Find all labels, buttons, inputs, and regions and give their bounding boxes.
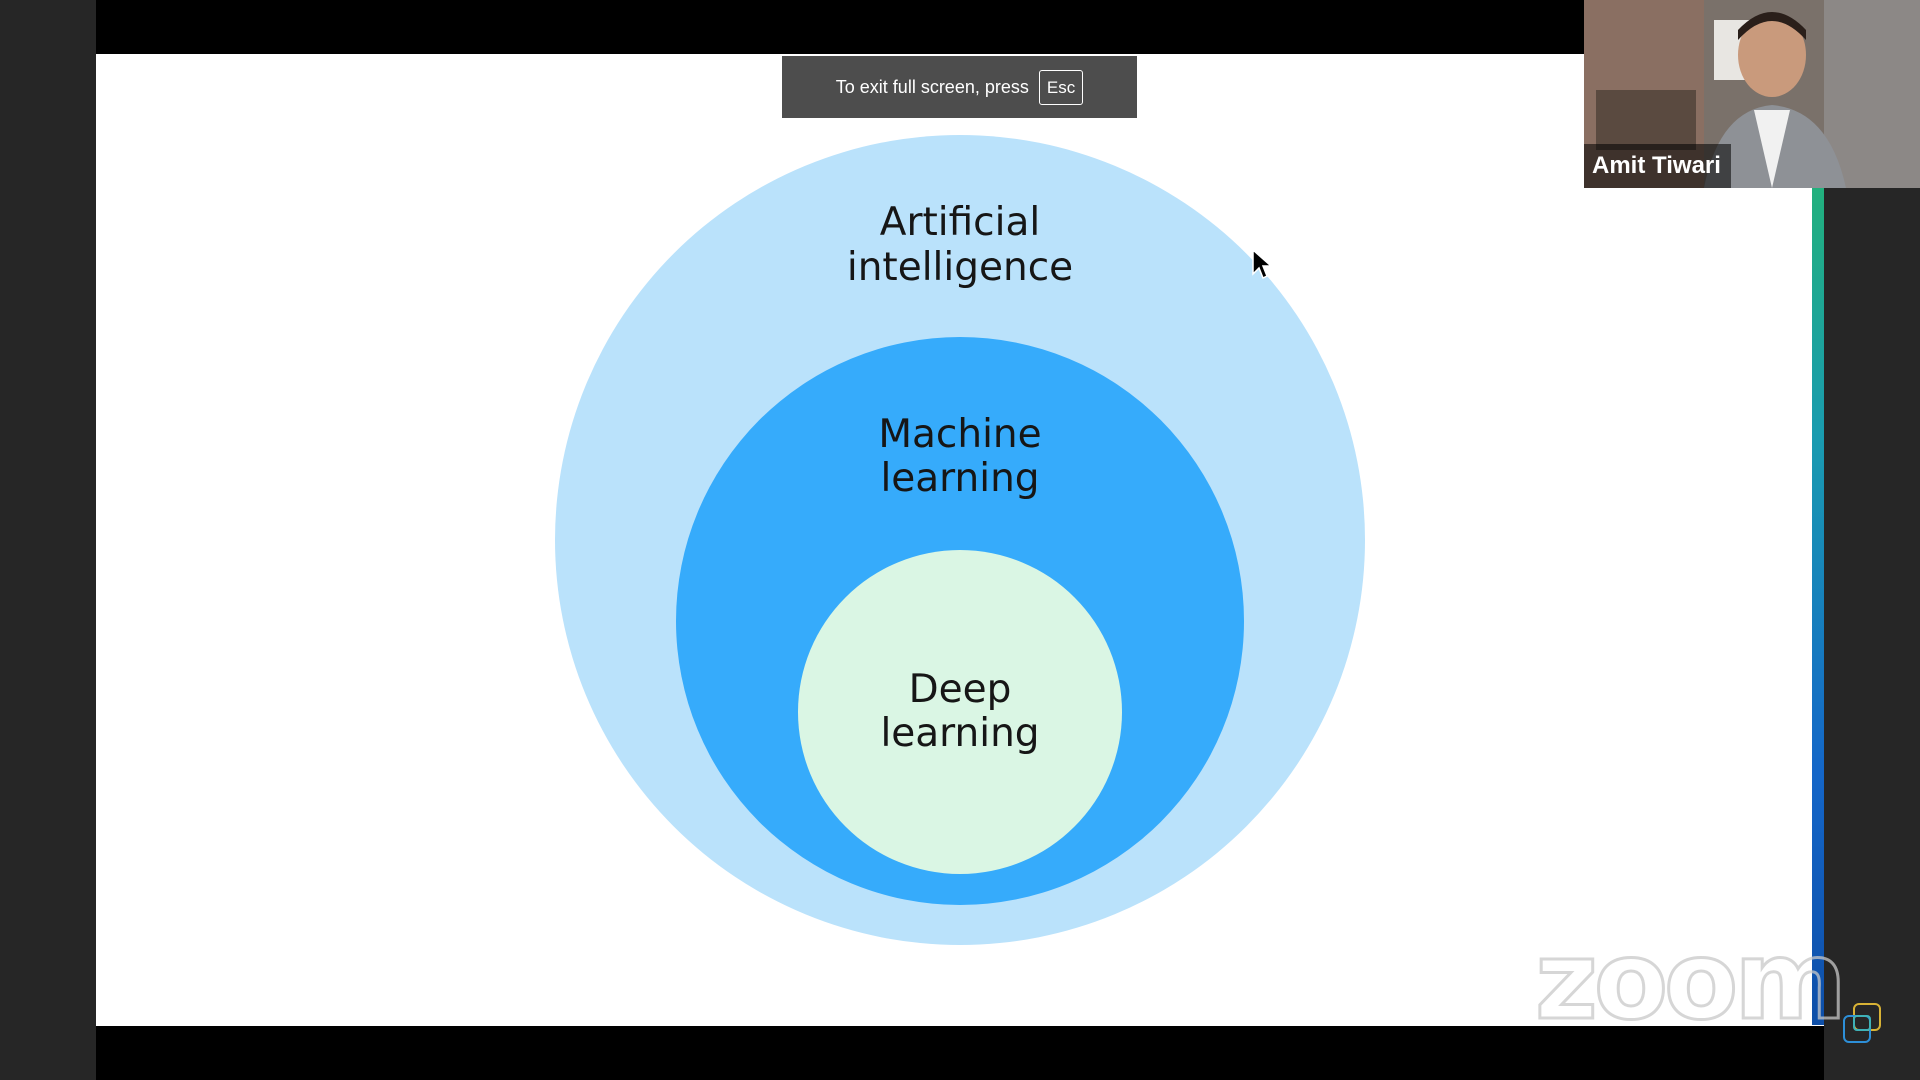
label-ai-line2: intelligence: [847, 245, 1073, 290]
participant-name-label: Amit Tiwari: [1584, 144, 1731, 188]
label-ml-line1: Machine: [878, 412, 1041, 457]
participant-video-tile[interactable]: Amit Tiwari: [1584, 0, 1920, 188]
label-ai-line1: Artificial: [880, 200, 1040, 245]
inner-circle-dl: [798, 550, 1122, 874]
presentation-slide: Artificial intelligence Machine learning…: [96, 54, 1824, 1026]
label-dl-line1: Deep: [909, 667, 1012, 712]
ai-ml-dl-venn-diagram: Artificial intelligence Machine learning…: [555, 135, 1365, 945]
esc-key-hint: Esc: [1038, 69, 1084, 105]
exit-fullscreen-toast: To exit full screen, press Esc: [782, 56, 1137, 118]
zoom-watermark-logo: zoom: [1534, 919, 1849, 1044]
label-dl-line2: learning: [880, 711, 1039, 756]
label-ml-line2: learning: [880, 456, 1039, 501]
zoom-app-icon: [1843, 1003, 1881, 1043]
window-accent-bar: [1812, 188, 1824, 1025]
mouse-pointer-icon: [1252, 248, 1273, 280]
toast-message: To exit full screen, press: [835, 76, 1029, 97]
